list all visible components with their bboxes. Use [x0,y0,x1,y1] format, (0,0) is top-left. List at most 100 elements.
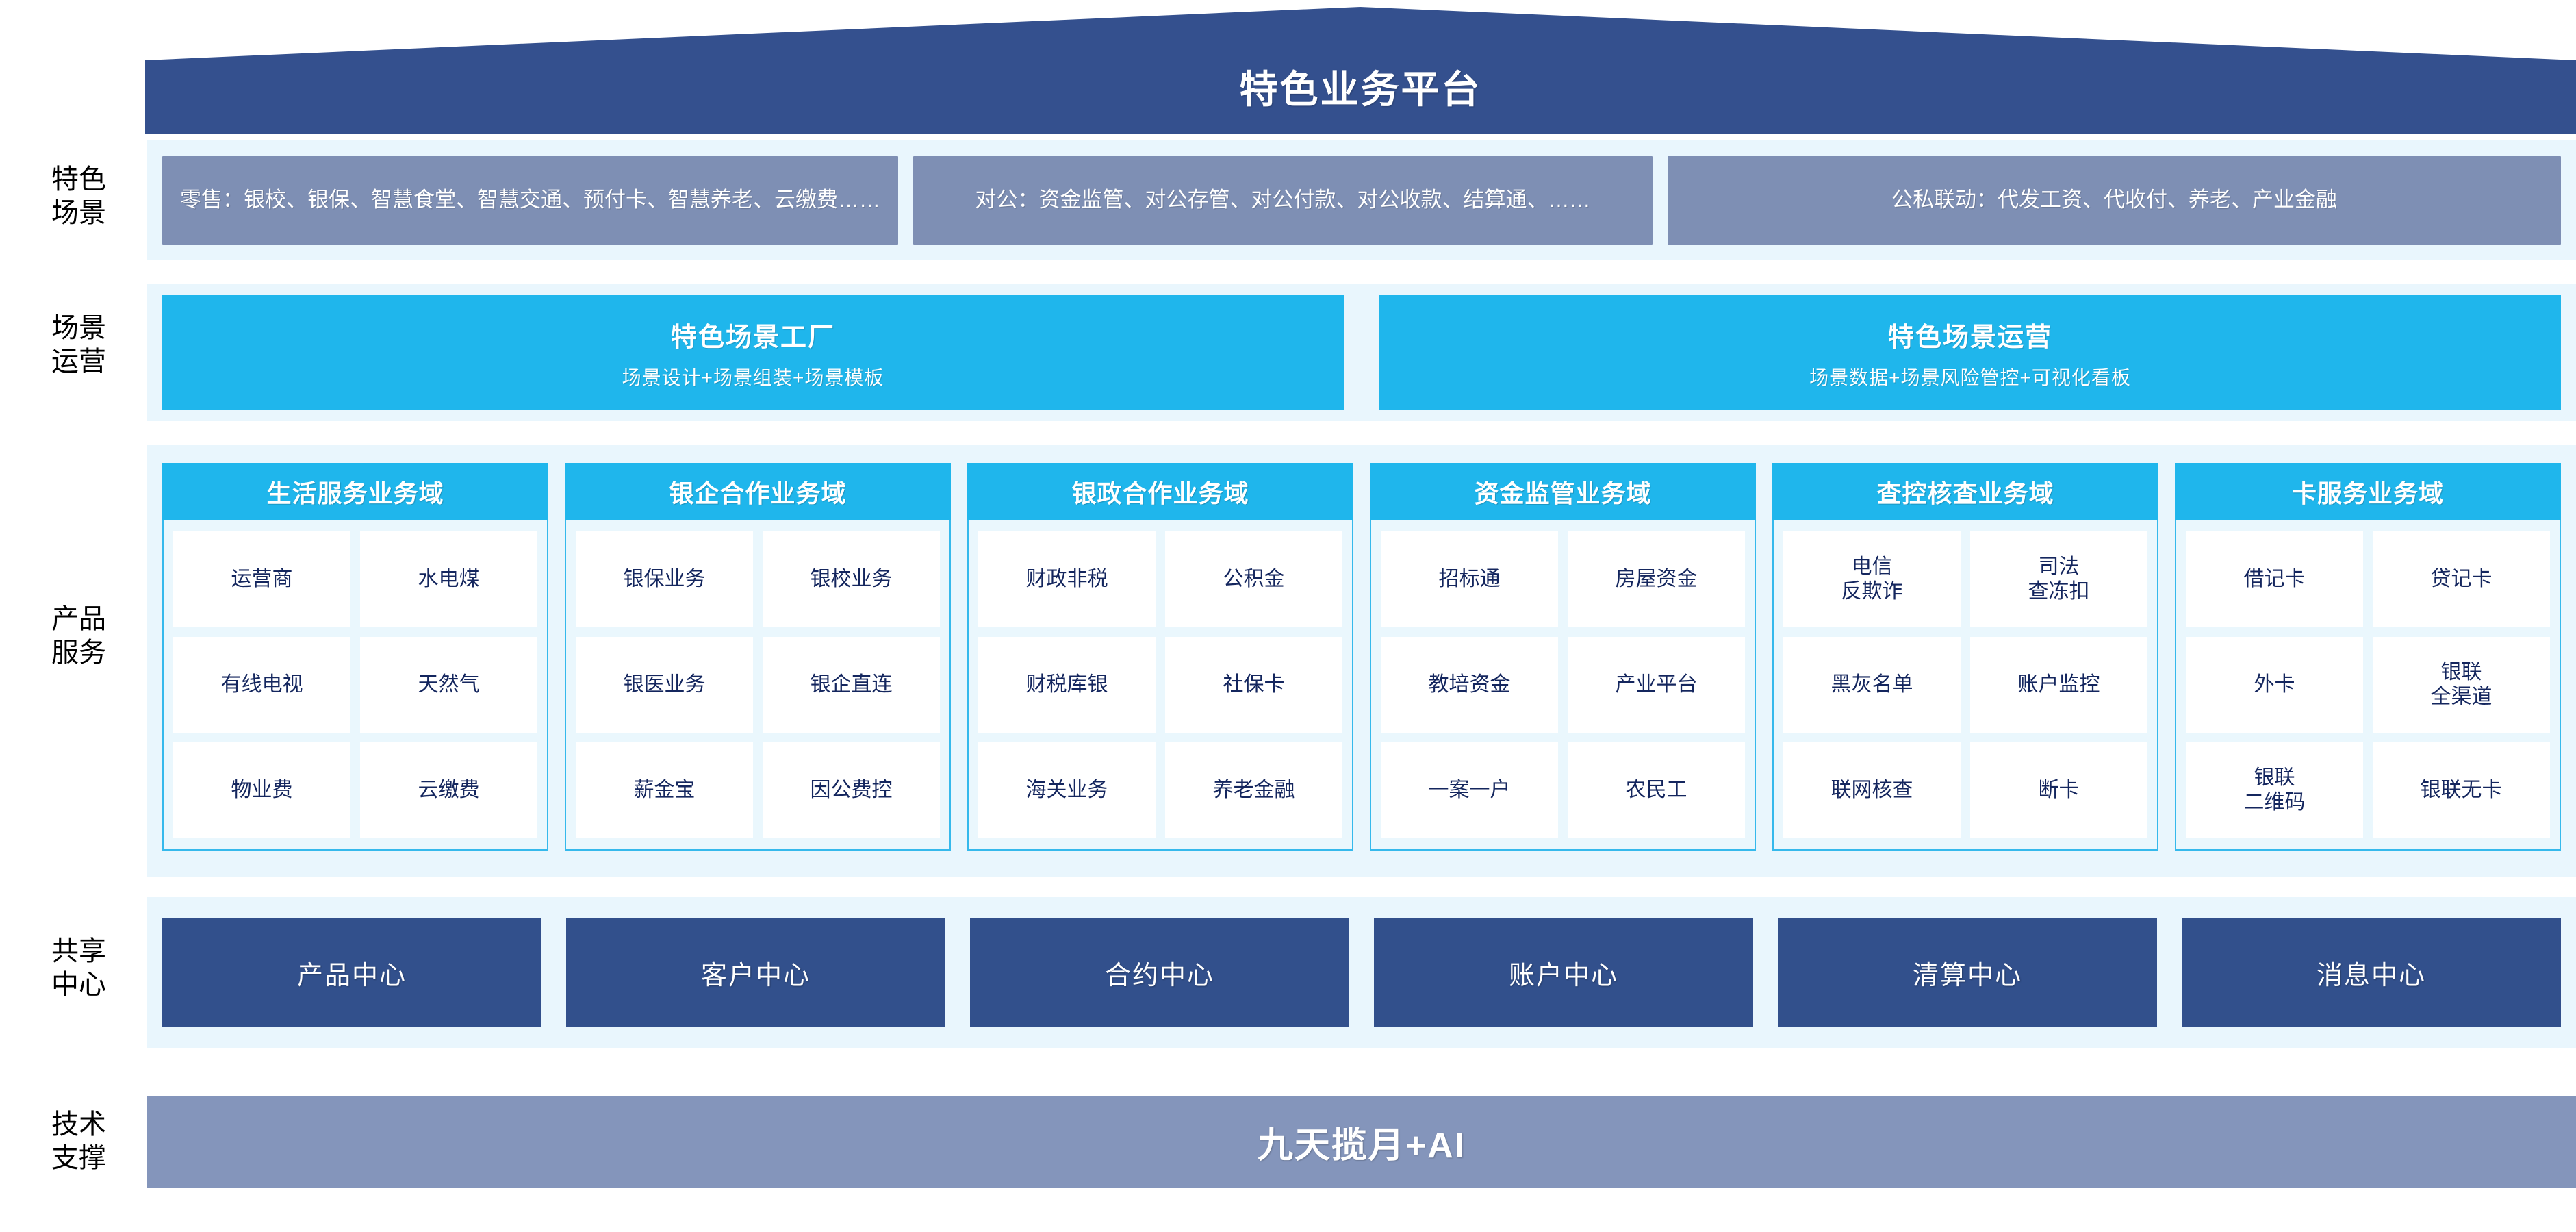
operation-card-subtitle: 场景数据+场景风险管控+可视化看板 [1809,366,2131,388]
domain-tile[interactable]: 财政非税 [978,531,1156,627]
domain-tile-row: 借记卡 贷记卡 [2186,531,2550,627]
scenario-box-retail[interactable]: 零售：银校、银保、智慧食堂、智慧交通、预付卡、智慧养老、云缴费…… [162,155,898,245]
operation-card-title: 特色场景工厂 [670,323,835,352]
domain-tile[interactable]: 云缴费 [360,742,537,838]
domain-tile[interactable]: 借记卡 [2186,531,2363,627]
domain-tile[interactable]: 断卡 [1970,742,2147,838]
domain-tile-row: 联网核查 断卡 [1783,742,2147,838]
domain-tile[interactable]: 养老金融 [1165,742,1342,838]
rail-label-scenario-operation: 场景运营 [51,313,106,377]
domain-tile[interactable]: 银校业务 [763,531,940,627]
domain-title: 资金监管业务域 [1370,463,1756,520]
domain-column-card-service: 卡服务业务域 借记卡 贷记卡 外卡 银联 全渠道 银联 二维码 银联无卡 [2175,463,2561,851]
domain-title: 银政合作业务域 [967,463,1353,520]
domain-tile[interactable]: 电信 反欺诈 [1783,531,1961,627]
domain-tile[interactable]: 银联无卡 [2373,742,2550,838]
domain-column-bank-enterprise: 银企合作业务域 银保业务 银校业务 银医业务 银企直连 薪金宝 因公费控 [565,463,951,851]
domain-tile[interactable]: 外卡 [2186,637,2363,733]
domain-tile-grid: 财政非税 公积金 财税库银 社保卡 海关业务 养老金融 [967,520,1353,851]
domain-tile[interactable]: 有线电视 [173,637,350,733]
domain-tile[interactable]: 银联 全渠道 [2373,637,2550,733]
domain-tile[interactable]: 海关业务 [978,742,1156,838]
domain-tile[interactable]: 产业平台 [1568,637,1745,733]
domain-tile[interactable]: 天然气 [360,637,537,733]
scenario-box-linkage[interactable]: 公私联动：代发工资、代收付、养老、产业金融 [1668,155,2561,245]
domain-tile[interactable]: 一案一户 [1381,742,1558,838]
page-title: 特色业务平台 [1239,68,1482,111]
shared-center-customer[interactable]: 客户中心 [566,918,945,1027]
domain-tile[interactable]: 社保卡 [1165,637,1342,733]
scenario-operation-band: 特色场景工厂 场景设计+场景组装+场景模板 特色场景运营 场景数据+场景风险管控… [147,284,2576,421]
domain-tile-grid: 电信 反欺诈 司法 查冻扣 黑灰名单 账户监控 联网核查 断卡 [1772,520,2158,851]
operation-card-operation[interactable]: 特色场景运营 场景数据+场景风险管控+可视化看板 [1379,295,2561,410]
featured-scenario-band: 零售：银校、银保、智慧食堂、智慧交通、预付卡、智慧养老、云缴费…… 对公：资金监… [147,140,2576,260]
rail-label-tech-support: 技术支撑 [51,1109,106,1173]
domain-title: 卡服务业务域 [2175,463,2561,520]
shared-center-account[interactable]: 账户中心 [1374,918,1753,1027]
domain-tile-row: 黑灰名单 账户监控 [1783,637,2147,733]
operation-card-factory[interactable]: 特色场景工厂 场景设计+场景组装+场景模板 [162,295,1344,410]
domain-tile[interactable]: 薪金宝 [576,742,753,838]
domain-tile[interactable]: 因公费控 [763,742,940,838]
domain-column-fund-supervision: 资金监管业务域 招标通 房屋资金 教培资金 产业平台 一案一户 农民工 [1370,463,1756,851]
domain-tile[interactable]: 银企直连 [763,637,940,733]
rail-label-product-service: 产品服务 [51,604,106,668]
platform-roof-banner: 特色业务平台 [145,7,2576,134]
domain-tile-row: 银医业务 银企直连 [576,637,940,733]
domain-title: 生活服务业务域 [162,463,548,520]
domain-tile-row: 教培资金 产业平台 [1381,637,1745,733]
domain-tile[interactable]: 司法 查冻扣 [1970,531,2147,627]
domain-tile-row: 物业费 云缴费 [173,742,537,838]
domain-title: 查控核查业务域 [1772,463,2158,520]
domain-tile-row: 财税库银 社保卡 [978,637,1342,733]
domain-tile-row: 有线电视 天然气 [173,637,537,733]
domain-tile[interactable]: 财税库银 [978,637,1156,733]
product-service-band: 生活服务业务域 运营商 水电煤 有线电视 天然气 物业费 云缴费 银企合作业务域… [147,445,2576,877]
domain-tile-row: 外卡 银联 全渠道 [2186,637,2550,733]
domain-tile-grid: 借记卡 贷记卡 外卡 银联 全渠道 银联 二维码 银联无卡 [2175,520,2561,851]
domain-tile[interactable]: 公积金 [1165,531,1342,627]
tech-support-band: 九天揽月+AI [147,1096,2576,1188]
domain-tile[interactable]: 联网核查 [1783,742,1961,838]
domain-tile-row: 电信 反欺诈 司法 查冻扣 [1783,531,2147,627]
domain-tile-row: 招标通 房屋资金 [1381,531,1745,627]
domain-tile[interactable]: 教培资金 [1381,637,1558,733]
domain-tile-row: 银联 二维码 银联无卡 [2186,742,2550,838]
operation-card-title: 特色场景运营 [1887,323,2052,352]
domain-column-bank-government: 银政合作业务域 财政非税 公积金 财税库银 社保卡 海关业务 养老金融 [967,463,1353,851]
domain-tile-row: 银保业务 银校业务 [576,531,940,627]
domain-tile[interactable]: 物业费 [173,742,350,838]
domain-tile[interactable]: 运营商 [173,531,350,627]
domain-tile[interactable]: 水电煤 [360,531,537,627]
domain-tile-row: 海关业务 养老金融 [978,742,1342,838]
domain-tile-row: 财政非税 公积金 [978,531,1342,627]
domain-tile[interactable]: 贷记卡 [2373,531,2550,627]
domain-column-life-service: 生活服务业务域 运营商 水电煤 有线电视 天然气 物业费 云缴费 [162,463,548,851]
rail-label-shared-center: 共享中心 [51,936,106,1000]
scenario-box-corporate[interactable]: 对公：资金监管、对公存管、对公付款、对公收款、结算通、…… [913,155,1653,245]
rail-label-featured-scenario: 特色场景 [51,164,106,228]
roof-shape [145,7,2576,134]
domain-tile-row: 运营商 水电煤 [173,531,537,627]
domain-tile[interactable]: 银医业务 [576,637,753,733]
domain-title: 银企合作业务域 [565,463,951,520]
shared-center-message[interactable]: 消息中心 [2182,918,2561,1027]
domain-tile[interactable]: 房屋资金 [1568,531,1745,627]
domain-tile[interactable]: 招标通 [1381,531,1558,627]
shared-center-product[interactable]: 产品中心 [162,918,541,1027]
shared-center-band: 产品中心 客户中心 合约中心 账户中心 清算中心 消息中心 [147,897,2576,1048]
domain-tile-row: 薪金宝 因公费控 [576,742,940,838]
domain-tile-grid: 银保业务 银校业务 银医业务 银企直连 薪金宝 因公费控 [565,520,951,851]
domain-tile[interactable]: 账户监控 [1970,637,2147,733]
shared-center-contract[interactable]: 合约中心 [970,918,1349,1027]
domain-column-investigation-control: 查控核查业务域 电信 反欺诈 司法 查冻扣 黑灰名单 账户监控 联网核查 断卡 [1772,463,2158,851]
operation-card-subtitle: 场景设计+场景组装+场景模板 [622,366,884,388]
domain-tile[interactable]: 银保业务 [576,531,753,627]
domain-tile[interactable]: 银联 二维码 [2186,742,2363,838]
domain-tile[interactable]: 黑灰名单 [1783,637,1961,733]
domain-tile[interactable]: 农民工 [1568,742,1745,838]
domain-tile-grid: 招标通 房屋资金 教培资金 产业平台 一案一户 农民工 [1370,520,1756,851]
domain-tile-row: 一案一户 农民工 [1381,742,1745,838]
shared-center-clearing[interactable]: 清算中心 [1778,918,2157,1027]
tech-support-label: 九天揽月+AI [1257,1126,1466,1166]
